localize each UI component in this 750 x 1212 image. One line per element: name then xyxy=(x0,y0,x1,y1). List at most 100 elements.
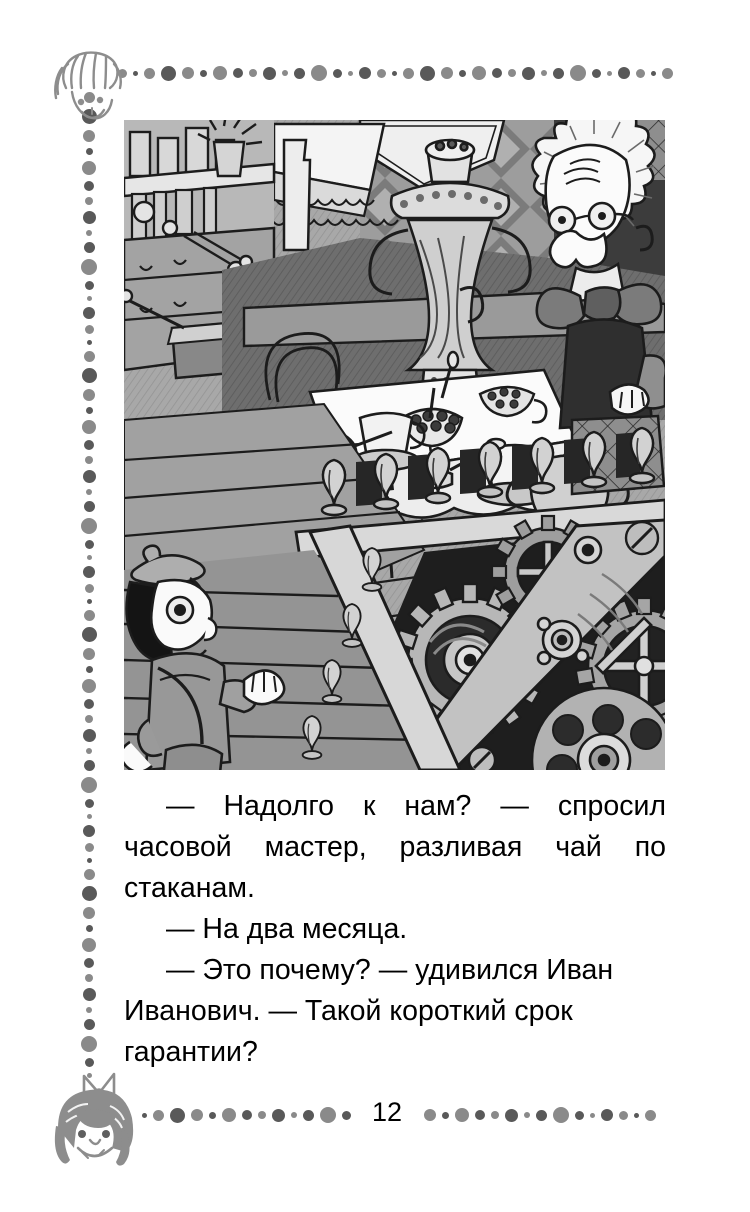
dot-border-top xyxy=(118,62,678,84)
decorative-dot xyxy=(82,988,96,1001)
decorative-dot xyxy=(82,211,96,224)
decorative-dot xyxy=(508,69,516,77)
decorative-dot xyxy=(536,1109,547,1121)
decorative-dot xyxy=(83,242,95,253)
decorative-dot xyxy=(82,470,96,483)
decorative-dot xyxy=(575,1110,584,1120)
decorative-dot xyxy=(83,825,95,837)
decorative-dot xyxy=(83,869,95,880)
decorative-dot xyxy=(84,540,94,549)
decorative-dot xyxy=(191,1109,203,1121)
decorative-dot xyxy=(83,307,95,319)
decorative-dot xyxy=(601,1109,613,1121)
page-number: 12 xyxy=(371,1097,403,1127)
decorative-dot xyxy=(84,281,94,290)
decorative-dot xyxy=(82,729,96,742)
decorative-dot xyxy=(258,1111,266,1119)
decorative-dot xyxy=(85,456,93,464)
decorative-dot xyxy=(81,259,97,275)
decorative-dot xyxy=(424,1109,436,1121)
decorative-dot xyxy=(570,65,586,81)
decorative-dot xyxy=(403,67,414,79)
dot-border-left xyxy=(78,92,100,1082)
decorative-dot xyxy=(455,1108,469,1122)
decorative-dot xyxy=(81,777,97,793)
decorative-dot xyxy=(84,1058,94,1067)
decorative-dot xyxy=(541,70,547,76)
dot-border-footer-right xyxy=(424,1104,664,1126)
decorative-dot xyxy=(651,70,656,76)
decorative-dot xyxy=(83,1019,95,1030)
decorative-dot xyxy=(311,65,327,81)
decorative-dot xyxy=(182,67,194,79)
decorative-dot xyxy=(85,925,93,932)
decorative-dot xyxy=(492,68,502,78)
decorative-dot xyxy=(342,1110,351,1120)
decorative-dot xyxy=(209,1111,216,1119)
decorative-dot xyxy=(303,1109,314,1121)
decorative-dot xyxy=(85,974,93,982)
decorative-dot xyxy=(242,1110,252,1120)
decorative-dot xyxy=(86,230,92,236)
decorative-dot xyxy=(84,958,94,968)
decorative-dot xyxy=(282,70,288,76)
decorative-dot xyxy=(320,1107,336,1123)
decorative-dot xyxy=(83,566,95,578)
decorative-dot xyxy=(84,325,94,334)
decorative-dot xyxy=(142,1112,147,1118)
decorative-dot xyxy=(592,68,601,78)
decorative-dot xyxy=(161,65,176,81)
decorative-dot xyxy=(86,814,92,819)
decorative-dot xyxy=(84,181,94,191)
decorative-dot xyxy=(491,1111,499,1119)
decorative-dot xyxy=(118,68,127,78)
decorative-dot xyxy=(553,67,564,79)
decorative-dot xyxy=(636,68,645,78)
decorative-dot xyxy=(662,67,673,79)
decorative-dot xyxy=(86,296,92,301)
decorative-dot xyxy=(86,858,92,863)
decorative-dot xyxy=(82,938,96,952)
decorative-dot xyxy=(233,68,243,78)
decorative-dot xyxy=(359,67,371,79)
decorative-dot xyxy=(81,1036,97,1052)
decorative-dot xyxy=(81,627,97,642)
decorative-dot xyxy=(348,70,353,76)
decorative-dot xyxy=(83,907,95,919)
decorative-dot xyxy=(522,66,535,80)
paragraph-2: — На два месяца. xyxy=(166,913,408,945)
decorative-dot xyxy=(442,1111,449,1119)
decorative-dot xyxy=(249,69,257,77)
dot-border-footer-left xyxy=(142,1104,351,1126)
decorative-dot xyxy=(83,501,95,512)
decorative-dot xyxy=(86,555,92,560)
decorative-dot xyxy=(81,368,97,383)
decorative-dot xyxy=(83,648,95,660)
decorative-dot xyxy=(86,489,92,495)
decorative-dot xyxy=(618,67,630,79)
paragraph-1: — Надолго к нам? — спросил часовой масте… xyxy=(124,790,666,904)
decorative-dot xyxy=(144,67,155,79)
decorative-dot xyxy=(377,68,386,78)
paragraph-3: — Это почему? — удивился Иван Иванович. … xyxy=(124,954,614,1068)
decorative-dot xyxy=(420,65,435,81)
decorative-dot xyxy=(81,886,97,901)
story-text: — Надолго к нам? — спросил часовой масте… xyxy=(124,786,666,1073)
decorative-dot xyxy=(82,420,96,434)
decorative-dot xyxy=(170,1107,185,1123)
decorative-dot xyxy=(553,1107,569,1123)
decorative-dot xyxy=(263,66,276,80)
decorative-dot xyxy=(86,1007,92,1013)
decorative-dot xyxy=(619,1110,628,1120)
decorative-dot xyxy=(83,760,95,771)
decorative-dot xyxy=(85,197,93,205)
decorative-dot xyxy=(84,699,94,709)
decorative-dot xyxy=(333,68,342,78)
decorative-dot xyxy=(459,69,466,77)
girl-face-icon xyxy=(40,1072,152,1176)
decorative-dot xyxy=(83,130,95,142)
decorative-dot xyxy=(86,748,92,754)
decorative-dot xyxy=(83,351,95,362)
decorative-dot xyxy=(392,70,397,76)
decorative-dot xyxy=(472,66,486,80)
